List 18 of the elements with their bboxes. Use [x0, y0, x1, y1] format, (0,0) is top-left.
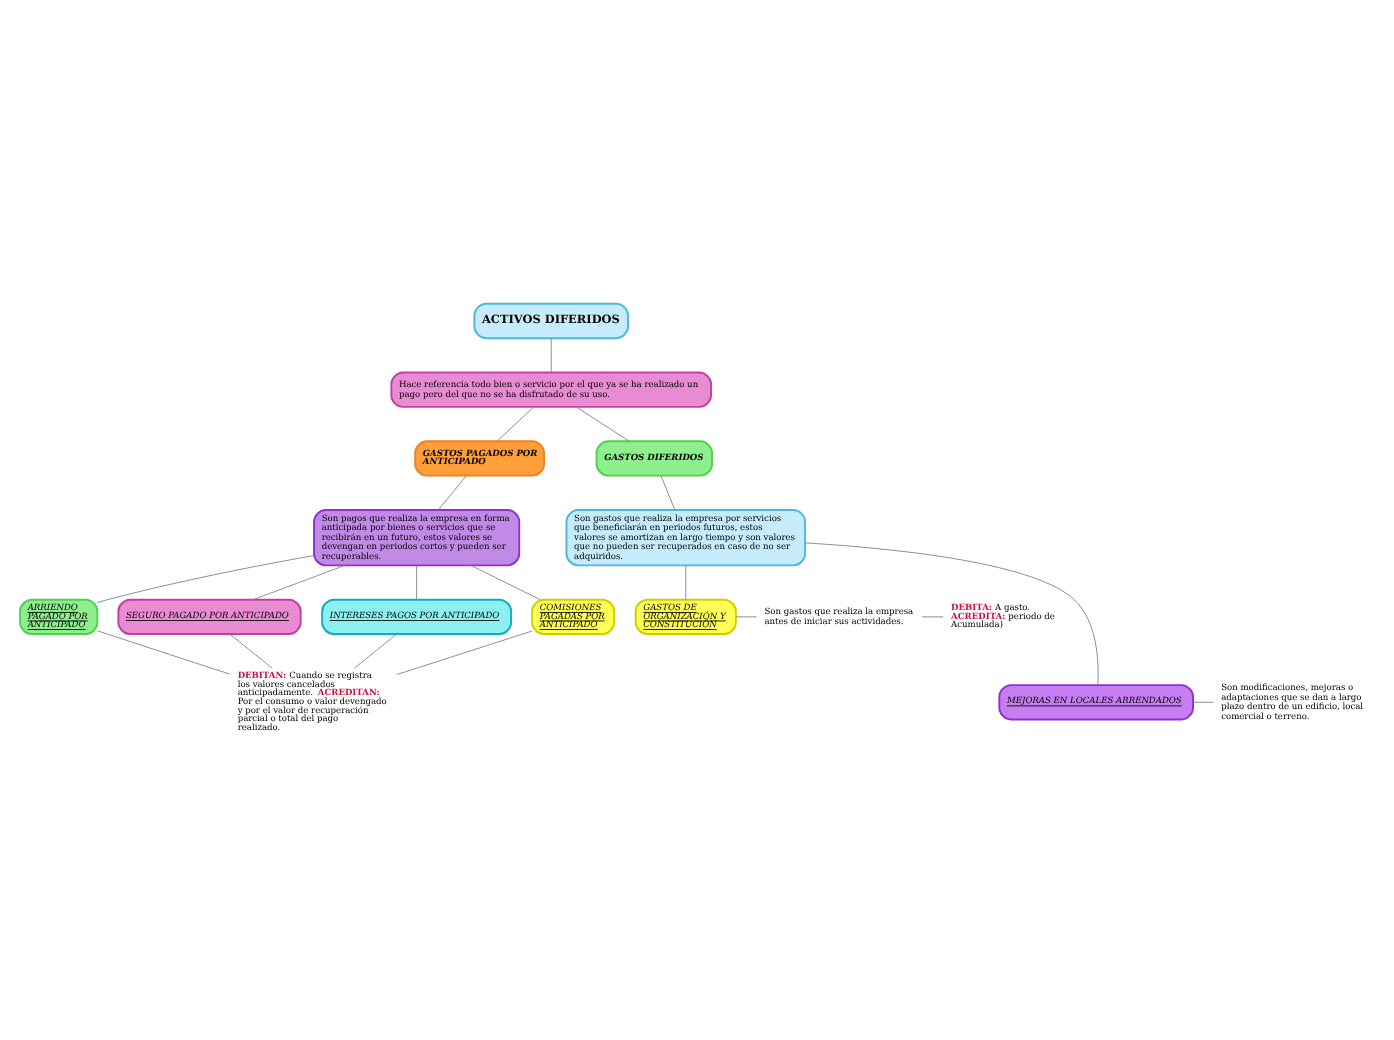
connector: [660, 475, 676, 511]
connector: [470, 564, 541, 600]
connector: [252, 564, 346, 601]
connector: [685, 565, 687, 601]
connector: [921, 616, 944, 618]
connector: [416, 565, 418, 601]
connector: [1192, 701, 1214, 703]
connector: [229, 633, 273, 669]
connector: [97, 630, 231, 675]
connector: [396, 630, 533, 675]
connector: [496, 406, 534, 442]
connector: [96, 555, 315, 603]
connector: [550, 338, 552, 373]
connector: [735, 616, 757, 618]
connector: [438, 475, 467, 511]
connector: [575, 406, 630, 442]
connector: [804, 542, 1099, 686]
connector: [354, 633, 397, 669]
